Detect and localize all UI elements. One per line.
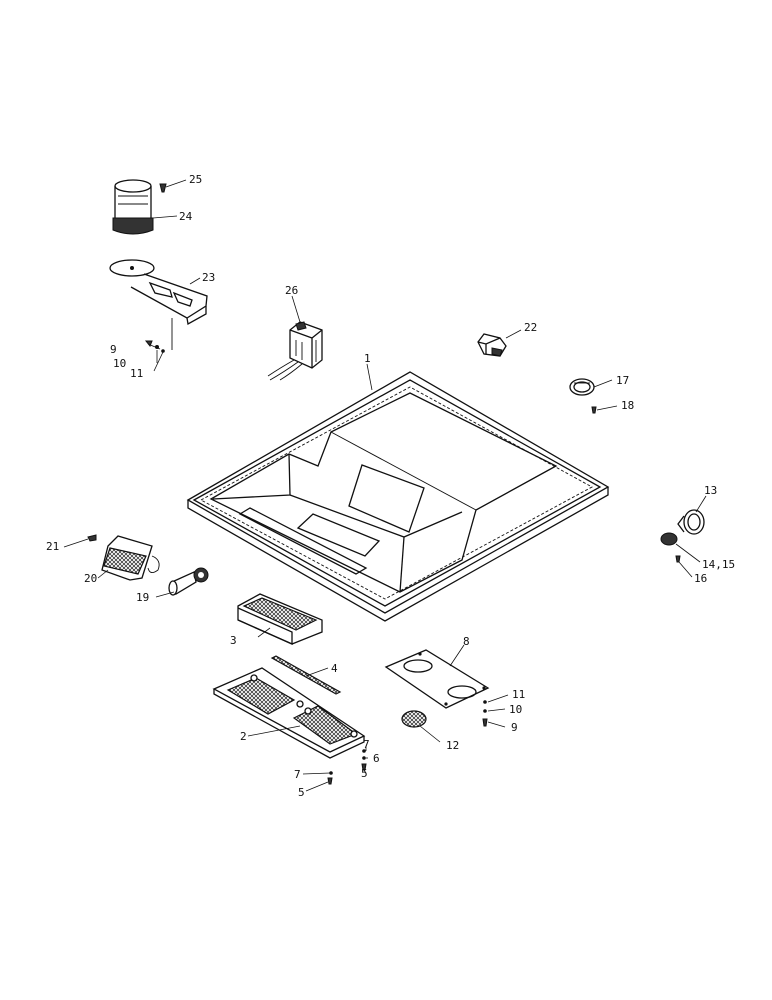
label-17: 17 [616,374,629,387]
label-20: 20 [84,572,97,585]
part-19-horn [168,567,209,596]
label-9a: 9 [110,343,117,356]
label-2: 2 [240,730,247,743]
label-21: 21 [46,540,59,553]
label-23: 23 [202,271,215,284]
label-12: 12 [446,739,459,752]
part-23-bracket [109,259,208,350]
label-10b: 10 [509,703,522,716]
label-16: 16 [694,572,707,585]
label-7a: 7 [363,738,370,751]
label-1: 1 [364,352,371,365]
label-8: 8 [463,635,470,648]
label-4: 4 [331,662,338,675]
part-22-housing [477,333,507,357]
label-9b: 9 [511,721,518,734]
part-3-air-filter [237,593,323,646]
part-14-15-lamp-lens [660,532,678,546]
part-17-round-lamp [569,378,595,396]
part-21-bolt [87,534,97,542]
label-10a: 10 [113,357,126,370]
label-11a: 11 [130,367,143,380]
hardware-9-10-11-plate [482,700,488,727]
label-3: 3 [230,634,237,647]
label-24: 24 [179,210,193,223]
part-18-screw [591,406,597,414]
label-13: 13 [704,484,717,497]
label-7b: 7 [294,768,301,781]
label-11b: 11 [512,688,525,701]
part-16-screw [675,555,681,563]
label-22: 22 [524,321,537,334]
part-26-power-pack [267,321,323,381]
label-5b: 5 [298,786,305,799]
label-5a: 5 [361,767,368,780]
part-1-roof-panel [186,371,610,622]
part-24-beacon-dome [112,179,154,235]
label-19: 19 [136,591,149,604]
part-13-lamp-housing [677,509,705,535]
label-18: 18 [621,399,634,412]
part-2-grille-cover [212,667,366,759]
label-25: 25 [189,173,202,186]
label-6: 6 [373,752,380,765]
label-26: 26 [285,284,298,297]
leader-lines [63,179,707,792]
hardware-5-6-7 [327,749,367,785]
part-4-seal-strip [270,655,342,695]
part-25-screw [159,183,167,193]
part-labels: 1 2 3 4 5 5 6 7 7 8 9 9 10 10 11 11 12 1… [46,173,735,799]
label-14-15: 14,15 [702,558,735,571]
part-8-mounting-plate [384,649,490,709]
part-20-work-light [101,535,160,581]
part-12-vent-cap [401,710,427,728]
